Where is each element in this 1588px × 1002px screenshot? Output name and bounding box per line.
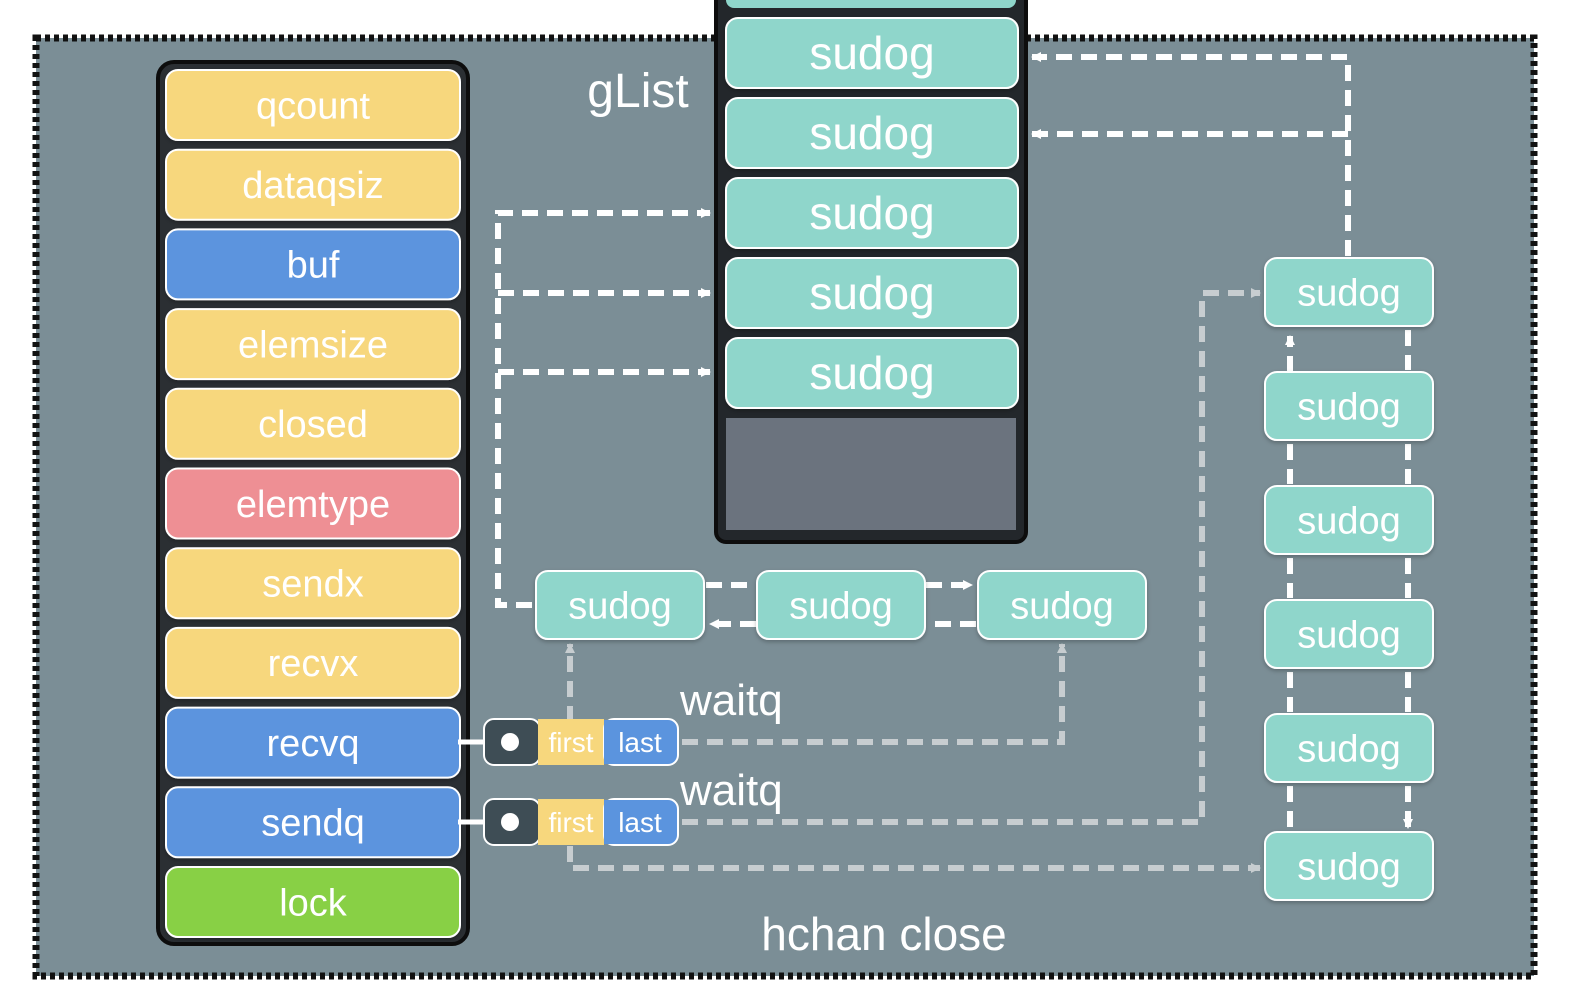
send-queue-sudog-label: sudog	[1297, 846, 1401, 888]
hchan-field-dataqsiz: dataqsiz	[165, 148, 461, 221]
recv-queue-sudog: sudog	[535, 570, 705, 640]
waitq-pointer-arrows	[565, 288, 1261, 873]
glist-sudog: sudog	[725, 97, 1019, 169]
hchan-field-elemtype: elemtype	[165, 467, 461, 540]
hchan-field-elemtype-label: elemtype	[236, 484, 390, 526]
hchan-field-closed-box	[165, 387, 461, 460]
recv-queue-sudog-label: sudog	[568, 585, 672, 627]
send-queue-sudog-box	[1264, 713, 1434, 783]
sendq-pointer-dot	[501, 813, 519, 831]
recv-queue-links	[706, 580, 976, 629]
hchan-field-recvx: recvx	[165, 626, 461, 699]
send-to-glist-arrows	[1031, 52, 1351, 256]
send-queue-sudog-box	[1264, 257, 1434, 327]
glist-sudog: sudog	[725, 17, 1019, 89]
sendq-first-cell	[538, 799, 604, 845]
glist-sudog-box	[725, 97, 1019, 169]
glist-column: sudog sudog sudog sudog sudog gList	[587, 0, 1028, 544]
hchan-field-elemsize: elemsize	[165, 308, 461, 381]
glist-sudog-box	[725, 17, 1019, 89]
hchan-field-recvq-label: recvq	[267, 723, 360, 765]
send-queue-sudog-label: sudog	[1297, 614, 1401, 656]
recvq-first-cell	[538, 719, 604, 765]
hchan-field-dataqsiz-label: dataqsiz	[242, 165, 384, 207]
glist-empty-slot	[726, 418, 1016, 530]
recv-queue-sudog-box	[756, 570, 926, 640]
hchan-field-lock-label: lock	[279, 882, 348, 924]
hchan-field-buf-label: buf	[287, 245, 340, 287]
hchan-field-sendx: sendx	[165, 547, 461, 620]
hchan-field-elemsize-box	[165, 308, 461, 381]
hchan-field-dataqsiz-box	[165, 148, 461, 221]
diagram-title: hchan close	[761, 908, 1007, 960]
sendq-waitq: first last waitq	[458, 766, 783, 846]
sendq-first-label: first	[548, 807, 593, 838]
glist-sudog-label: sudog	[809, 27, 934, 79]
recv-queue-sudog-box	[535, 570, 705, 640]
send-queue-sudog-label: sudog	[1297, 728, 1401, 770]
glist-sudog-box	[725, 337, 1019, 409]
send-queue-sudog-label: sudog	[1297, 386, 1401, 428]
hchan-field-qcount-label: qcount	[256, 85, 371, 127]
recv-queue-sudog-box	[977, 570, 1147, 640]
send-queue-sudog-box	[1264, 371, 1434, 441]
hchan-field-recvx-label: recvx	[268, 643, 359, 685]
recv-queue-sudog: sudog	[756, 570, 926, 640]
send-queue: sudog sudog sudog sudog sudog sudog	[1264, 257, 1434, 901]
glist-sudog-label: sudog	[809, 267, 934, 319]
hchan-field-sendq-label: sendq	[261, 803, 365, 845]
hchan-field-elemsize-label: elemsize	[238, 324, 388, 366]
send-queue-sudog: sudog	[1264, 485, 1434, 555]
recv-queue-sudog-label: sudog	[1010, 585, 1114, 627]
recvq-waitq-caption: waitq	[679, 676, 783, 725]
glist-sudog-box	[725, 257, 1019, 329]
hchan-field-sendx-box	[165, 547, 461, 620]
glist-sudog: sudog	[725, 257, 1019, 329]
hchan-field-lock-box	[165, 866, 461, 938]
recvq-pointer-dot	[501, 733, 519, 751]
send-queue-sudog-label: sudog	[1297, 272, 1401, 314]
send-queue-links	[1285, 330, 1413, 830]
hchan-field-closed-label: closed	[258, 404, 368, 446]
glist-sudog-box	[725, 177, 1019, 249]
recvq-last-label: last	[618, 727, 662, 758]
glist-sudog: sudog	[725, 337, 1019, 409]
sendq-last-label: last	[618, 807, 662, 838]
hchan-field-elemtype-box	[165, 467, 461, 540]
recvq-first-label: first	[548, 727, 593, 758]
send-queue-sudog-box	[1264, 831, 1434, 901]
glist-sudog-label: sudog	[809, 187, 934, 239]
send-queue-sudog-box	[1264, 599, 1434, 669]
hchan-field-qcount: qcount	[165, 69, 461, 141]
glist-sudog-label: sudog	[809, 107, 934, 159]
send-queue-sudog-box	[1264, 485, 1434, 555]
sendq-waitq-caption: waitq	[679, 766, 783, 815]
recvq-waitq: first last waitq	[458, 676, 783, 766]
send-queue-sudog: sudog	[1264, 831, 1434, 901]
send-queue-sudog-label: sudog	[1297, 500, 1401, 542]
send-queue-sudog: sudog	[1264, 257, 1434, 327]
recv-queue-sudog-label: sudog	[789, 585, 893, 627]
hchan-field-buf: buf	[165, 228, 461, 301]
hchan-field-sendx-label: sendx	[262, 564, 363, 606]
recv-queue-sudog: sudog	[977, 570, 1147, 640]
glist-sudog: sudog	[725, 177, 1019, 249]
hchan-field-lock: lock	[165, 866, 461, 938]
glist-top-slot	[726, 0, 1016, 8]
send-queue-sudog: sudog	[1264, 371, 1434, 441]
recv-queue: sudog sudog sudog	[535, 570, 1147, 640]
send-queue-sudog: sudog	[1264, 713, 1434, 783]
send-queue-sudog: sudog	[1264, 599, 1434, 669]
hchan-field-qcount-box	[165, 69, 461, 141]
hchan-field-closed: closed	[165, 387, 461, 460]
glist-sudog-label: sudog	[809, 347, 934, 399]
hchan-field-sendq: sendq	[165, 786, 461, 859]
recv-to-glist-arrows	[495, 208, 711, 608]
hchan-struct: qcount dataqsiz buf elemsize closed elemtype s…	[156, 60, 470, 946]
hchan-field-buf-box	[165, 228, 461, 301]
hchan-field-recvq: recvq	[165, 706, 461, 779]
hchan-field-recvx-box	[165, 626, 461, 699]
glist-title: gList	[587, 65, 688, 118]
